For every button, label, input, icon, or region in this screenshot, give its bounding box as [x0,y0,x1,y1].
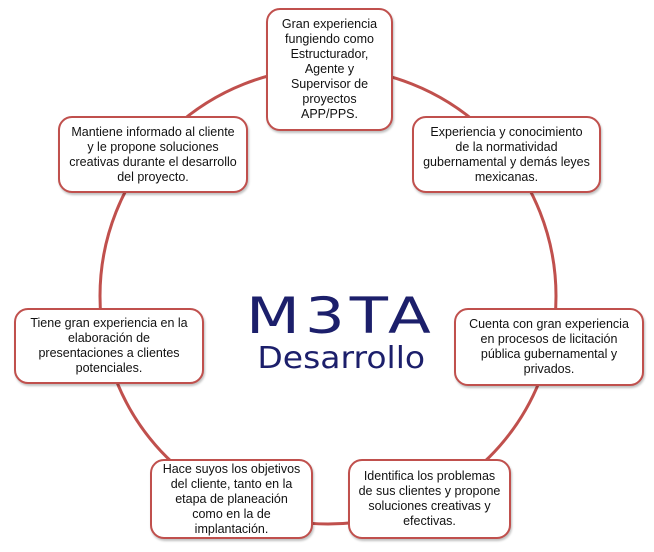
node-2: Experiencia y conocimiento de la normati… [412,116,601,193]
meta-desarrollo-logo: M3TA Desarrollo [238,290,444,376]
node-3: Cuenta con gran experiencia en procesos … [454,308,644,386]
node-7: Mantiene informado al cliente y le propo… [58,116,248,193]
node-4: Identifica los problemas de sus clientes… [348,459,511,539]
node-5: Hace suyos los objetivos del cliente, ta… [150,459,313,539]
node-6: Tiene gran experiencia en la elaboración… [14,308,204,384]
logo-line1: M3TA [246,287,436,345]
logo-line2: Desarrollo [257,341,425,376]
node-1: Gran experiencia fungiendo como Estructu… [266,8,393,131]
